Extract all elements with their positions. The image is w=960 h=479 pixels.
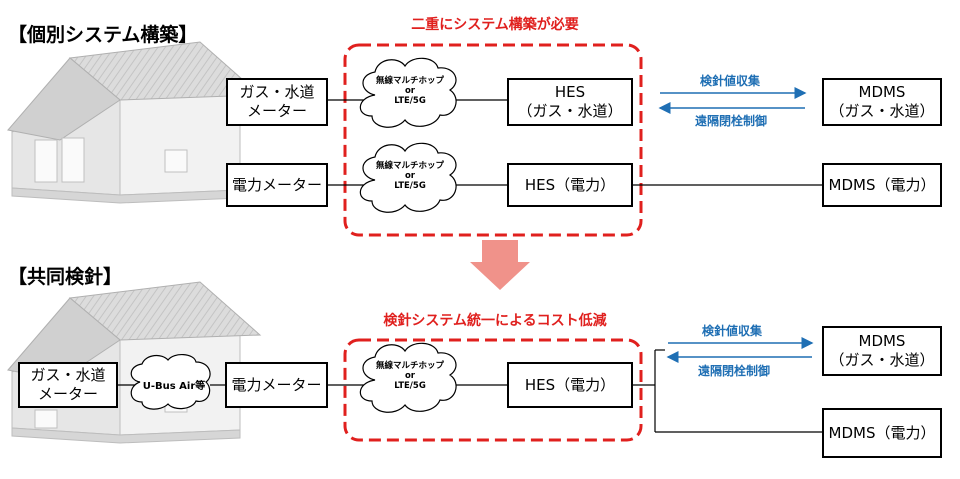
mdms-gas-box-2: MDMS （ガス・水道）: [822, 326, 942, 376]
transition-arrow: [470, 240, 530, 290]
shared-power-meter-box: 電力メーター: [225, 362, 328, 408]
hes-unified-box: HES（電力）: [507, 362, 633, 408]
hes-power-box: HES（電力）: [507, 163, 633, 207]
connection-lines-2: [118, 349, 822, 433]
network-cloud-power: [359, 142, 457, 213]
section1-title: 【個別システム構築】: [8, 24, 198, 46]
gas-water-meter-box: ガス・水道 メーター: [226, 78, 328, 126]
ubus-cloud: [130, 354, 211, 410]
collect-label-2: 検針値収集: [702, 324, 763, 338]
unified-system-frame: [343, 338, 643, 442]
ubus-label: U-Bus Air等: [142, 381, 206, 392]
shared-gas-water-meter-box: ガス・水道 メーター: [18, 362, 118, 408]
dual-system-frame: [343, 43, 643, 237]
mdms-power-box-2: MDMS（電力）: [822, 408, 942, 458]
house-illustration-1: [7, 41, 262, 204]
power-meter-box: 電力メーター: [226, 163, 328, 207]
mdms-power-box: MDMS（電力）: [822, 163, 942, 207]
section2-note: 検針システム統一によるコスト低減: [383, 313, 607, 329]
section2-title: 【共同検針】: [8, 266, 123, 288]
network-label-power: 無線マルチホップ or LTE/5G: [375, 161, 444, 191]
mdms-gas-box: MDMS （ガス・水道）: [822, 78, 942, 126]
network-cloud-unified: [359, 342, 457, 413]
section1-note: 二重にシステム構築が必要: [411, 17, 579, 33]
network-label-gas: 無線マルチホップ or LTE/5G: [375, 76, 444, 106]
control-label-1: 遠隔閉栓制御: [695, 114, 768, 128]
collect-label-1: 検針値収集: [700, 74, 761, 88]
network-label-unified: 無線マルチホップ or LTE/5G: [375, 361, 444, 391]
network-cloud-gas: [359, 57, 457, 128]
hes-gas-box: HES （ガス・水道）: [507, 78, 633, 126]
control-label-2: 遠隔閉栓制御: [698, 364, 771, 378]
